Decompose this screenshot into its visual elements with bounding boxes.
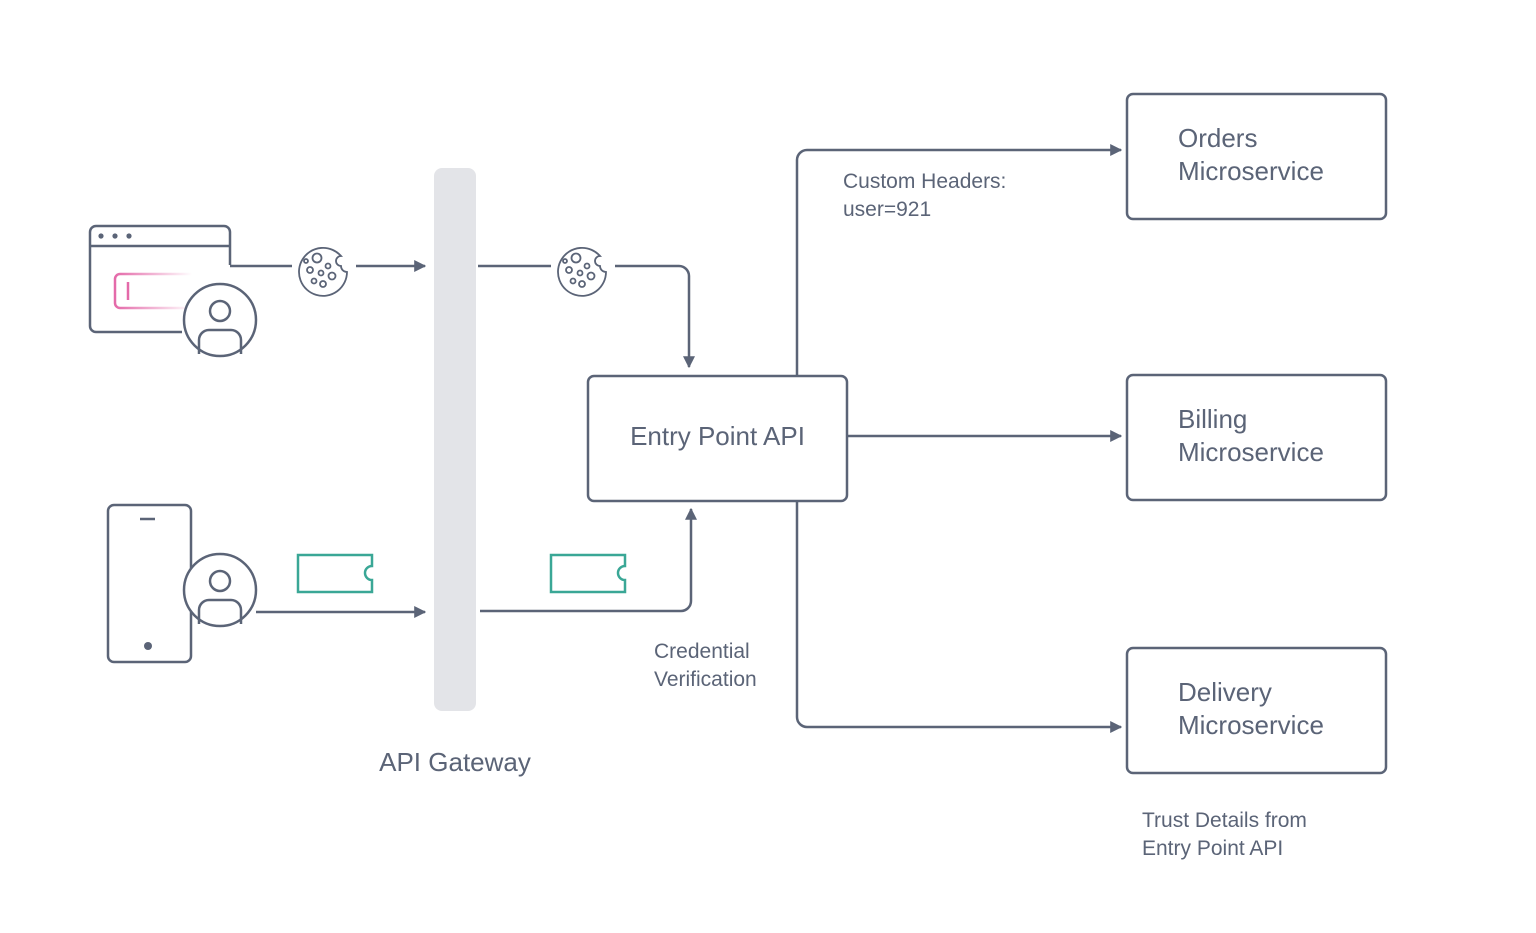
billing-microservice-box [1125, 373, 1388, 502]
trust-details-annotation: Trust Details from Entry Point API [1142, 807, 1307, 863]
entry-to-orders-arrow [795, 144, 1123, 376]
cookie-icon [557, 246, 607, 297]
custom-headers-annotation: Custom Headers: user=921 [843, 168, 1006, 224]
credential-line1: Credential [654, 640, 750, 663]
orders-title-line2: Microservice [1178, 156, 1324, 186]
orders-microservice-box [1125, 92, 1388, 221]
orders-microservice-label: Orders Microservice [1178, 122, 1324, 188]
orders-title-line1: Orders [1178, 123, 1258, 153]
delivery-title-line1: Delivery [1178, 677, 1272, 707]
cookie-to-entry-arrow [615, 264, 695, 369]
trust-line2: Entry Point API [1142, 837, 1284, 860]
entry-to-delivery-arrow [795, 502, 1123, 733]
billing-title-line1: Billing [1178, 404, 1248, 434]
credential-line2: Verification [654, 668, 757, 691]
delivery-title-line2: Microservice [1178, 710, 1324, 740]
delivery-microservice-label: Delivery Microservice [1178, 676, 1324, 742]
trust-line1: Trust Details from [1142, 809, 1307, 832]
user-icon [182, 552, 258, 628]
custom-headers-line1: Custom Headers: [843, 170, 1007, 193]
delivery-microservice-box [1125, 646, 1388, 775]
token-icon [296, 553, 374, 594]
billing-title-line2: Microservice [1178, 437, 1324, 467]
cookie-icon [298, 246, 348, 297]
api-gateway-label: API Gateway [379, 747, 531, 777]
token-to-entry-arrow [480, 507, 697, 613]
custom-headers-line2: user=921 [843, 198, 932, 221]
entry-point-api-box [586, 374, 849, 503]
user-icon [182, 282, 258, 358]
billing-microservice-label: Billing Microservice [1178, 403, 1324, 469]
entry-point-api-label: Entry Point API [630, 421, 805, 451]
browser-icon [88, 224, 232, 334]
credential-verification-annotation: Credential Verification [654, 638, 757, 694]
phone-icon [106, 503, 193, 664]
token-icon [549, 553, 627, 594]
api-gateway-bar [434, 168, 476, 711]
login-input-field [113, 272, 192, 310]
